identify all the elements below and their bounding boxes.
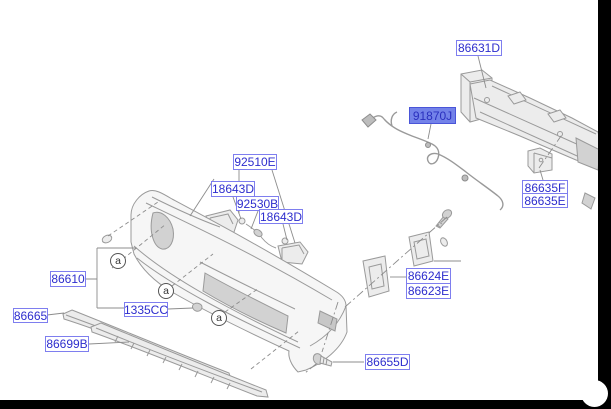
part-label-91870j[interactable]: 91870J: [409, 107, 456, 124]
bumper-cover-drawing: [130, 190, 348, 373]
window-frame-right-edge: [598, 0, 611, 409]
part-label-18643d[interactable]: 18643D: [259, 209, 303, 224]
part-label-18643d[interactable]: 18643D: [211, 181, 255, 197]
trim-strip-drawings: [62, 309, 269, 398]
beam-bracket-drawing: [527, 147, 596, 210]
part-label-92530b[interactable]: 92530B: [236, 196, 279, 211]
part-label-92510e[interactable]: 92510E: [233, 154, 277, 170]
window-frame-bottom-edge: [0, 400, 611, 409]
screw-drawing: [312, 353, 333, 367]
part-label-86635e[interactable]: 86635E: [522, 193, 568, 208]
callout-a-marker: a: [211, 310, 227, 326]
part-label-86624e[interactable]: 86624E: [406, 268, 451, 284]
callout-a-marker: a: [158, 283, 174, 299]
part-label-1335cc[interactable]: 1335CC: [123, 302, 169, 317]
part-label-86665[interactable]: 86665: [13, 308, 48, 323]
part-label-86699b[interactable]: 86699B: [45, 336, 89, 352]
callout-a-marker: a: [110, 253, 126, 269]
mounting-bracket-drawings: [362, 209, 453, 298]
part-label-86631d[interactable]: 86631D: [456, 40, 502, 56]
part-label-86623e[interactable]: 86623E: [406, 283, 451, 299]
part-label-86655d[interactable]: 86655D: [365, 354, 410, 370]
rear-beam-drawing: [460, 69, 603, 171]
wiring-harness-drawing: [361, 111, 504, 211]
part-label-86610[interactable]: 86610: [50, 271, 86, 287]
window-corner-notch: [581, 380, 608, 407]
